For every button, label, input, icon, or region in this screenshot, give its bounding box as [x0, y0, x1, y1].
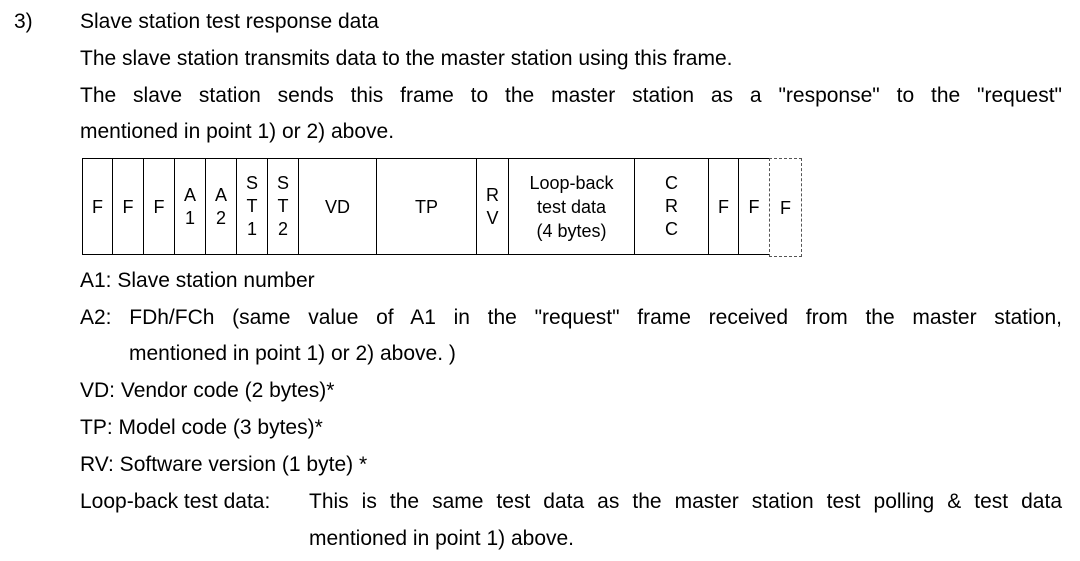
frame-label: (4 bytes)	[536, 220, 607, 241]
frame-label: A	[214, 184, 227, 205]
frame-cell-tp: TP	[376, 158, 476, 255]
frame-label: F	[718, 196, 729, 217]
frame-label: test data	[536, 196, 607, 217]
frame-label: F	[153, 196, 165, 217]
frame-label: A	[183, 184, 196, 205]
frame-label: F	[780, 197, 791, 218]
definition-a2-line-2: mentioned in point 1) or 2) above. )	[129, 342, 456, 365]
frame-label: F	[748, 196, 760, 217]
definition-a2-line-1: A2: FDh/FCh (same value of A1 in the "re…	[80, 306, 1062, 329]
frame-label: 2	[215, 207, 226, 228]
section-title: Slave station test response data	[80, 10, 379, 33]
intro-paragraph-1: The slave station transmits data to the …	[80, 47, 733, 70]
frame-label: F	[92, 196, 103, 217]
frame-label: S	[245, 173, 258, 193]
frame-label: Loop-back	[529, 172, 614, 193]
definition-loopback-line-1: This is the same test data as the master…	[309, 490, 1062, 513]
frame-cell-f5: F	[738, 158, 769, 255]
frame-cell-f6: F	[769, 158, 802, 257]
frame-label: 1	[184, 207, 195, 228]
intro-paragraph-2-line-2: mentioned in point 1) or 2) above.	[80, 120, 395, 143]
frame-label: F	[122, 196, 134, 217]
frame-label: S	[276, 173, 289, 193]
frame-label: TP	[414, 196, 438, 217]
intro-paragraph-2-line-1: The slave station sends this frame to th…	[80, 84, 1062, 107]
definition-loopback-line-2: mentioned in point 1) above.	[309, 527, 575, 550]
frame-label: C	[665, 219, 678, 239]
section-number: 3)	[14, 10, 33, 33]
frame-cell-f2: F	[112, 158, 143, 255]
frame-label: V	[486, 207, 499, 228]
frame-cell-vd: VD	[298, 158, 376, 255]
definition-vd: VD: Vendor code (2 bytes)*	[80, 379, 335, 402]
frame-label: R	[486, 184, 499, 205]
frame-label: 2	[277, 219, 288, 239]
frame-label: VD	[324, 196, 350, 217]
frame-label: C	[665, 173, 678, 193]
definition-loopback-label: Loop-back test data:	[80, 490, 271, 513]
frame-cell-f4: F	[708, 158, 738, 255]
definition-a1: A1: Slave station number	[80, 269, 315, 292]
definition-rv: RV: Software version (1 byte) *	[80, 453, 368, 476]
frame-label: T	[246, 196, 258, 216]
definition-tp: TP: Model code (3 bytes)*	[80, 416, 323, 439]
frame-cell-f3: F	[143, 158, 174, 255]
frame-cell-f1: F	[82, 158, 112, 255]
frame-label: T	[277, 196, 289, 216]
frame-label: R	[665, 196, 678, 216]
frame-label: 1	[246, 219, 257, 239]
frame-cell-loopback: Loop-back test data (4 bytes)	[508, 158, 634, 255]
